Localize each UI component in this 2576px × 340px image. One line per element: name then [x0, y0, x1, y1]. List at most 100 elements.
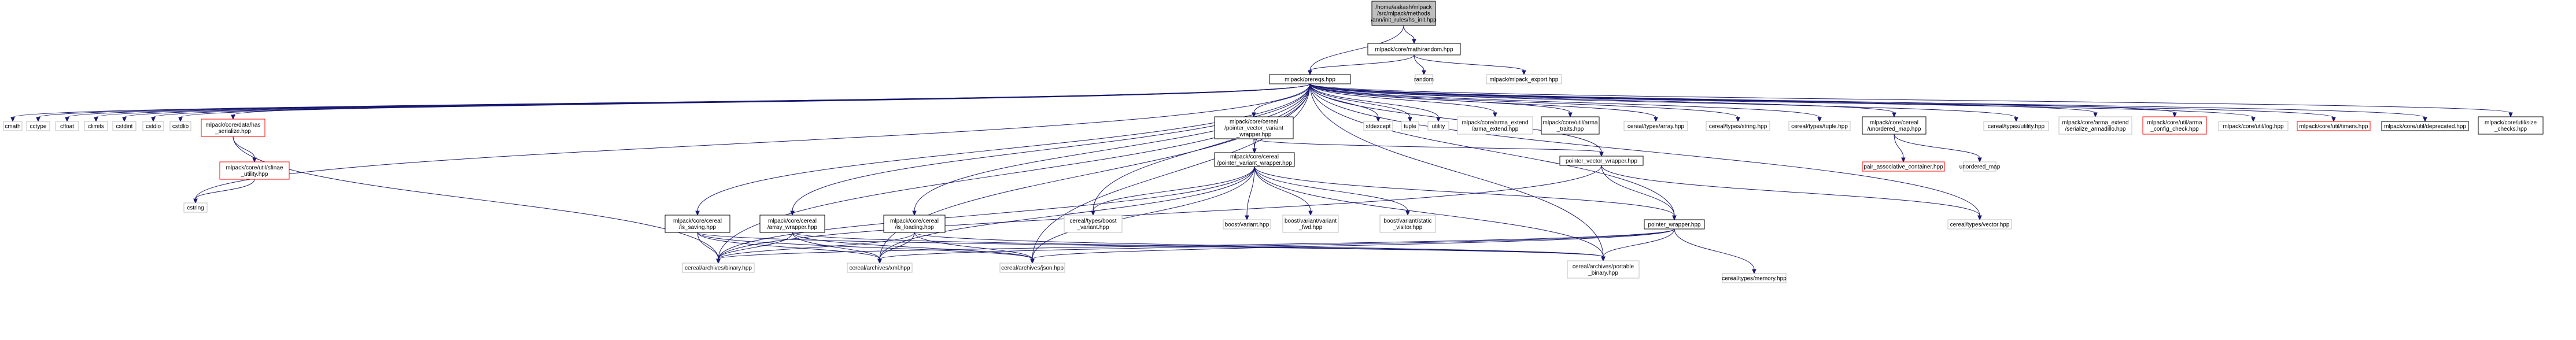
node-label-ptr_variant-2: _wrapper.hpp — [1236, 132, 1272, 138]
node-serialize_armadillo: mlpack/core/arma_extend/serialize_armadi… — [2058, 116, 2132, 135]
node-label-unordered_map_hpp-1: /unordered_map.hpp — [1868, 126, 1921, 132]
edge-is_saving-to-json — [697, 232, 1035, 264]
node-label-portable_binary-1: _binary.hpp — [1588, 270, 1618, 276]
node-pair_assoc[interactable]: pair_associative_container.hpp — [1862, 161, 1945, 172]
node-cereal_utility: cereal/types/utility.hpp — [1983, 121, 2049, 131]
edge-prereqs-to-xml — [877, 83, 1311, 264]
node-array_wrapper[interactable]: mlpack/core/cereal/array_wrapper.hpp — [759, 215, 825, 233]
node-boost_variant_cereal: cereal/types/boost_variant.hpp — [1064, 215, 1123, 233]
node-tuple: tuple — [1401, 121, 1419, 131]
node-timers[interactable]: mlpack/core/util/timers.hpp — [2297, 121, 2371, 131]
node-label-sfinae-1: _utility.hpp — [240, 171, 268, 178]
node-pointer_vector_wrapper[interactable]: pointer_vector_wrapper.hpp — [1559, 156, 1644, 166]
node-label-tuple-0: tuple — [1404, 124, 1416, 130]
node-label-pointer_wrapper-0: pointer_wrapper.hpp — [1648, 222, 1701, 228]
node-label-is_saving-1: /is_saving.hpp — [679, 224, 716, 231]
node-label-boost_fwd-1: _fwd.hpp — [1298, 224, 1323, 231]
node-cfloat: cfloat — [55, 121, 79, 131]
edge-prereqs-to-unordered_map_hpp — [1309, 83, 1896, 118]
node-arma_traits[interactable]: mlpack/core/util/arma_traits.hpp — [1541, 116, 1600, 135]
node-label-serialize_armadillo-1: /serialize_armadillo.hpp — [2065, 126, 2125, 132]
node-random: random — [1414, 74, 1434, 84]
node-sfinae[interactable]: mlpack/core/util/sfinae_utility.hpp — [219, 161, 290, 180]
node-label-cereal_vector-0: cereal/types/vector.hpp — [1950, 222, 2010, 228]
node-label-xml-0: cereal/archives/xml.hpp — [849, 265, 910, 272]
edge-prereqs-to-deprecated — [1309, 83, 2427, 123]
node-label-has_serialize-1: _serialize.hpp — [215, 128, 251, 135]
node-random_hpp[interactable]: mlpack/core/math/random.hpp — [1367, 43, 1461, 56]
node-label-pvw-0: mlpack/core/cereal — [1230, 154, 1279, 160]
node-log_hpp: mlpack/core/util/log.hpp — [2218, 121, 2289, 131]
edge-prereqs-to-timers — [1309, 83, 2336, 123]
node-memory: cereal/types/memory.hpp — [1722, 273, 1787, 283]
edge-prereqs-to-cereal_string — [1309, 83, 1740, 123]
node-label-boost_variant_cereal-1: _variant.hpp — [1076, 224, 1109, 231]
node-unordered_map: unordered_map — [1959, 161, 2001, 172]
node-label-climits-0: climits — [88, 124, 104, 130]
node-label-size_checks-1: _checks.hpp — [2494, 126, 2527, 132]
node-binary: cereal/archives/binary.hpp — [682, 263, 755, 273]
node-label-array_wrapper-1: /array_wrapper.hpp — [767, 224, 818, 231]
edge-prereqs-to-is_loading — [912, 83, 1311, 216]
node-label-cctype-0: cctype — [30, 124, 47, 130]
edge-prereqs-to-size_checks — [1309, 83, 2513, 118]
node-label-pvw-1: /pointer_variant_wrapper.hpp — [1217, 160, 1292, 167]
node-pointer_wrapper[interactable]: pointer_wrapper.hpp — [1644, 219, 1705, 230]
edge-pointer_vector_wrapper-to-pointer_wrapper — [1601, 165, 1677, 221]
node-label-hs_init-0: /home/aakash/mlpack — [1375, 5, 1432, 11]
node-hs_init[interactable]: /home/aakash/mlpack/src/mlpack/methods/a… — [1371, 1, 1437, 26]
node-unordered_map_hpp[interactable]: mlpack/core/cereal/unordered_map.hpp — [1862, 116, 1927, 135]
node-label-unordered_map_hpp-0: mlpack/core/cereal — [1870, 120, 1918, 126]
node-cctype: cctype — [26, 121, 50, 131]
node-arma_config[interactable]: mlpack/core/util/arma_config_check.hpp — [2142, 116, 2207, 135]
node-label-cereal_utility-0: cereal/types/utility.hpp — [1988, 124, 2045, 130]
node-cmath: cmath — [3, 121, 23, 131]
node-label-cstring-0: cstring — [187, 205, 204, 212]
node-label-boost_static-0: boost/variant/static — [1383, 218, 1431, 224]
node-arma_extend: mlpack/core/arma_extend/arma_extend.hpp — [1457, 116, 1533, 135]
node-is_saving[interactable]: mlpack/core/cereal/is_saving.hpp — [665, 215, 730, 233]
node-label-stdexcept-0: stdexcept — [1366, 124, 1391, 130]
edge-prereqs-to-array_wrapper — [790, 83, 1311, 216]
node-deprecated[interactable]: mlpack/core/util/deprecated.hpp — [2381, 121, 2469, 131]
edge-prereqs-to-cstdlib — [178, 83, 1311, 123]
edge-unordered_map_hpp-to-unordered_map — [1894, 134, 1982, 163]
node-has_serialize[interactable]: mlpack/core/data/has_serialize.hpp — [201, 119, 265, 137]
node-portable_binary: cereal/archives/portable_binary.hpp — [1567, 260, 1640, 279]
node-label-cfloat-0: cfloat — [60, 124, 74, 130]
node-prereqs[interactable]: mlpack/prereqs.hpp — [1269, 74, 1351, 84]
node-size_checks[interactable]: mlpack/core/util/size_checks.hpp — [2478, 116, 2544, 135]
edge-pointer_vector_wrapper-to-binary — [716, 165, 1602, 264]
node-is_loading[interactable]: mlpack/core/cereal/is_loading.hpp — [883, 215, 946, 233]
node-boost_variant: boost/variant.hpp — [1223, 219, 1271, 230]
node-label-has_serialize-0: mlpack/core/data/has — [205, 122, 260, 128]
node-label-deprecated-0: mlpack/core/util/deprecated.hpp — [2384, 124, 2466, 130]
node-label-hs_init-2: /ann/init_rules/hs_init.hpp — [1371, 17, 1437, 24]
edge-prereqs-to-has_serialize — [231, 83, 1311, 120]
node-ptr_variant[interactable]: mlpack/core/cereal/pointer_vector_varian… — [1214, 116, 1294, 139]
edge-prereqs-to-portable_binary — [1309, 83, 1606, 262]
node-label-pointer_vector_wrapper-0: pointer_vector_wrapper.hpp — [1566, 158, 1637, 165]
edge-is_loading-to-binary — [716, 232, 915, 264]
node-label-ptr_variant-0: mlpack/core/cereal — [1230, 119, 1278, 125]
node-cereal_array: cereal/types/array.hpp — [1623, 121, 1688, 131]
edge-pointer_wrapper-to-memory — [1674, 228, 1756, 275]
node-label-cstdlib-0: cstdlib — [172, 124, 189, 130]
node-label-utility-0: utility — [1432, 124, 1445, 130]
edge-prereqs-to-cereal_array — [1309, 83, 1658, 123]
node-label-cstdint-0: cstdint — [116, 124, 133, 130]
node-label-arma_traits-0: mlpack/core/util/arma — [1542, 120, 1597, 126]
node-boost_static: boost/variant/static_visitor.hpp — [1379, 215, 1436, 233]
node-label-serialize_armadillo-0: mlpack/core/arma_extend — [2062, 120, 2128, 126]
node-label-pair_assoc-0: pair_associative_container.hpp — [1863, 164, 1943, 171]
node-label-cereal_array-0: cereal/types/array.hpp — [1627, 124, 1685, 130]
edge-prereqs-to-cereal_utility — [1309, 83, 2018, 123]
node-label-ptr_variant-1: /pointer_vector_variant — [1224, 125, 1283, 132]
edges-layer — [10, 25, 2513, 275]
node-label-cmath-0: cmath — [5, 124, 20, 130]
node-mlpack_export: mlpack/mlpack_export.hpp — [1486, 74, 1562, 84]
edge-pointer_vector_wrapper-to-cereal_vector — [1601, 165, 1982, 221]
node-xml: cereal/archives/xml.hpp — [847, 263, 913, 273]
node-pvw[interactable]: mlpack/core/cereal/pointer_variant_wrapp… — [1214, 152, 1295, 167]
